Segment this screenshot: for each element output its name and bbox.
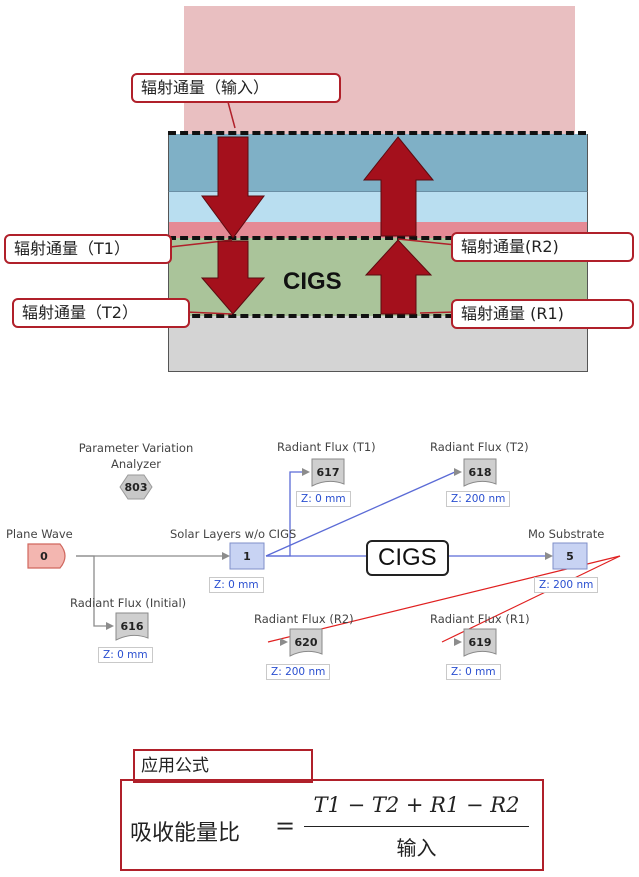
flux-initial-z: Z: 0 mm [98,647,153,663]
graph-connections: 803 0 1 5 617 618 616 620 619 [27,458,621,657]
flux-r2-number: 620 [295,636,318,649]
plane-wave-label: Plane Wave [6,527,73,541]
formula-denominator: 输入 [396,836,437,860]
solar-layers-node [229,542,265,570]
flux-t2-node [463,458,497,487]
flux-arrows [169,101,457,315]
flux-t2-z: Z: 200 nm [446,491,511,507]
flux-t1-label: Radiant Flux (T1) [277,440,376,454]
flux-initial-node [115,612,149,641]
interface-cigs-top [168,236,586,240]
callout-r2: 辐射通量(R2) [451,232,634,262]
arrowhead-r2 [280,638,288,646]
formula-numerator: T1 − T2 + R1 − R2 [313,793,520,817]
mo-substrate-number: 5 [566,550,574,563]
link-solar-to-t1 [266,471,302,557]
arrowhead-solar [222,552,230,560]
flux-t1-z: Z: 0 mm [296,491,351,507]
pva-label: Parameter Variation Analyzer [78,441,194,471]
link-mo-to-r1 [441,555,621,643]
solar-layers-label: Solar Layers w/o CIGS [170,527,297,541]
pointer-input [227,101,236,129]
arrowhead-r1 [454,638,462,646]
solar-layers-z: Z: 0 mm [209,577,264,593]
flux-t1-node [311,458,345,487]
callout-r1: 辐射通量 (R1) [451,299,634,329]
formula-fraction-bar [304,826,529,827]
flux-initial-label: Radiant Flux (Initial) [70,596,187,610]
flux-r1-z: Z: 0 mm [446,664,501,680]
formula-lhs: 吸收能量比 [130,821,241,846]
flux-t1-number: 617 [317,466,340,479]
arrowhead-t2 [454,468,462,476]
flux-t2-label: Radiant Flux (T2) [430,440,529,454]
arrow-down-t1 [200,240,266,315]
link-mo-to-r2 [267,555,621,643]
flux-r1-node [463,628,497,657]
plane-wave-number: 0 [40,550,48,563]
pva-node-number: 803 [125,481,148,494]
arrowhead-mo [545,552,553,560]
flux-r2-z: Z: 200 nm [266,664,331,680]
flux-t2-number: 618 [469,466,492,479]
arrowhead-t1 [302,468,310,476]
mo-substrate-node [552,542,588,570]
pointer-r2 [397,238,457,246]
pointer-t2 [185,311,233,315]
formula-title: 应用公式 [133,749,313,783]
callout-t2: 辐射通量（T2） [12,298,190,328]
incident-region [184,6,575,134]
pointer-r1 [419,311,457,314]
arrowhead-initial [106,622,114,630]
flux-r1-label: Radiant Flux (R1) [430,612,530,626]
flux-initial-number: 616 [121,620,144,633]
arrow-up-r1 [364,239,433,315]
flux-r2-node [289,628,323,657]
link-plane-to-initial [76,555,106,627]
link-solar-to-t2 [265,471,456,557]
plane-wave-node [27,543,66,569]
callout-input: 辐射通量（输入） [131,73,341,103]
interface-top [168,131,586,135]
callout-t1: 辐射通量（T1） [4,234,172,264]
mo-substrate-label: Mo Substrate [528,527,605,541]
formula-box [120,779,544,871]
interface-cigs-bottom [168,314,586,318]
arrow-down-input [201,136,265,239]
flux-r2-label: Radiant Flux (R2) [254,612,354,626]
flux-r1-number: 619 [469,636,492,649]
formula-equals: = [275,812,296,840]
mo-substrate-z: Z: 200 nm [534,577,599,593]
cigs-box: CIGS [366,540,449,576]
arrow-up-r2 [362,136,435,237]
cigs-layer-label: CIGS [283,268,342,295]
solar-layers-number: 1 [243,550,251,563]
pva-node [119,474,153,500]
